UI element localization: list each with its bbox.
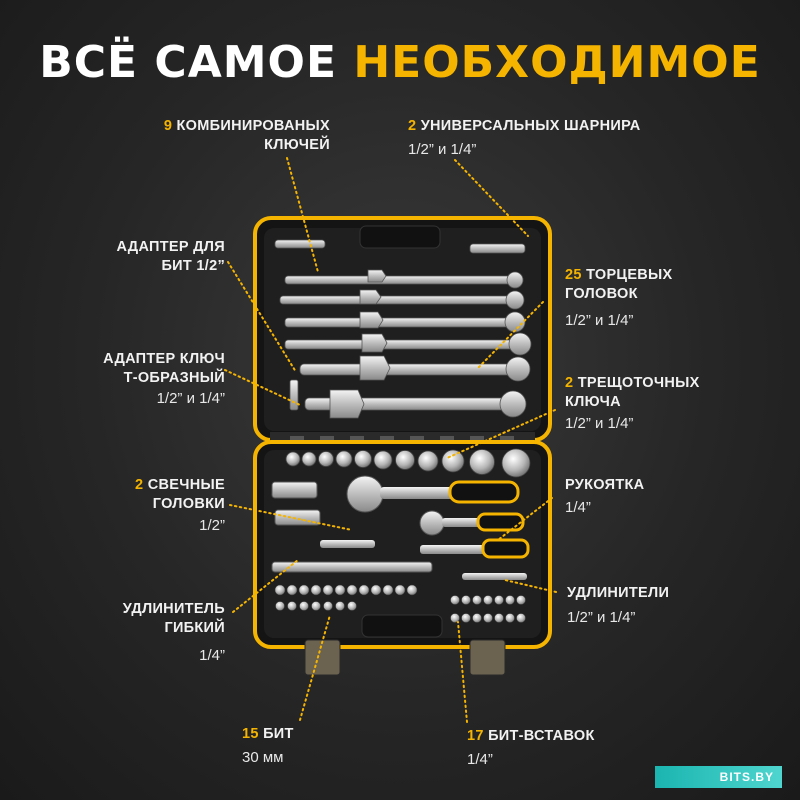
size-spark-sockets: 1/2” <box>199 517 225 534</box>
label-spark-sockets: 2 СВЕЧНЫЕ ГОЛОВКИ <box>135 477 225 512</box>
watermark-logo: BITS.BY <box>655 766 782 788</box>
label-flex-extension: УДЛИНИТЕЛЬ ГИБКИЙ <box>122 601 225 636</box>
label-bits: 15 БИТ <box>242 726 294 742</box>
label-handle: РУКОЯТКА <box>565 477 645 493</box>
page-title: ВСЁ САМОЕ НЕОБХОДИМОЕ <box>0 38 800 88</box>
size-universal-joints: 1/2” и 1/4” <box>408 141 477 158</box>
size-flex-extension: 1/4” <box>199 647 225 664</box>
label-combo-wrenches: 9 КОМБИНИРОВАНЫХ КЛЮЧЕЙ <box>163 118 330 153</box>
leader-lines <box>224 157 557 723</box>
size-handle: 1/4” <box>565 499 591 516</box>
size-ratchets: 1/2” и 1/4” <box>565 415 634 432</box>
label-ratchets: 2 ТРЕЩОТОЧНЫХ КЛЮЧА <box>565 375 700 410</box>
size-bit-inserts: 1/4” <box>467 751 493 768</box>
size-t-adapter: 1/2” и 1/4” <box>156 390 225 407</box>
label-sockets: 25 ТОРЦЕВЫХ ГОЛОВОК <box>565 267 673 302</box>
size-extensions: 1/2” и 1/4” <box>567 609 636 626</box>
base-tools <box>271 475 530 580</box>
label-universal-joints: 2 УНИВЕРСАЛЬНЫХ ШАРНИРА <box>408 118 641 134</box>
socket-row <box>285 448 531 478</box>
label-t-adapter: АДАПТЕР КЛЮЧ Т-ОБРАЗНЫЙ <box>103 351 225 386</box>
combination-wrenches <box>274 239 532 419</box>
size-sockets: 1/2” и 1/4” <box>565 312 634 329</box>
title-yellow: НЕОБХОДИМОЕ <box>353 37 761 88</box>
label-bit-adapter: АДАПТЕР ДЛЯ БИТ 1/2” <box>116 239 225 274</box>
label-extensions: УДЛИНИТЕЛИ <box>567 585 670 601</box>
label-bit-inserts: 17 БИТ-ВСТАВОК <box>467 728 595 744</box>
size-bits: 30 мм <box>242 749 284 766</box>
title-white: ВСЁ САМОЕ <box>39 37 338 88</box>
bits-rows <box>274 584 526 623</box>
